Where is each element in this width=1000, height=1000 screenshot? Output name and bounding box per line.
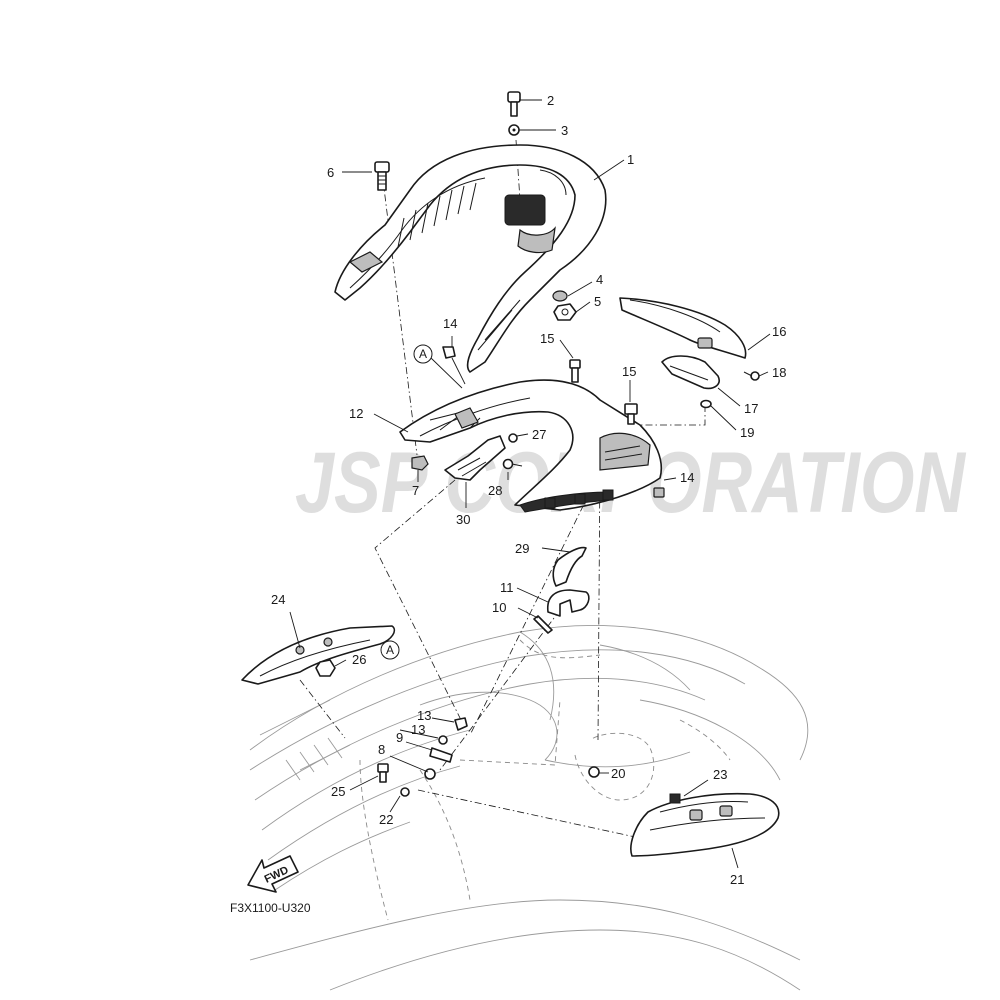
callout-17: 17: [744, 401, 758, 416]
callout-8: 8: [378, 742, 385, 757]
part-29-bracket: [552, 546, 587, 587]
part-11-strap: [546, 589, 590, 617]
leader-lines: [289, 99, 771, 869]
part-23-clip: [669, 793, 681, 804]
callout-10: 10: [492, 600, 506, 615]
part-13-screw-lower: [438, 735, 448, 745]
callout-15-right: 15: [622, 364, 636, 379]
part-22-washer: [400, 787, 410, 797]
part-21-cover: [630, 792, 780, 857]
callout-5: 5: [594, 294, 601, 309]
fwd-arrow-icon: FWD: [247, 855, 299, 893]
part-25-bolt: [377, 763, 389, 783]
part-17-cover: [661, 355, 720, 390]
part-27-screw: [508, 433, 518, 443]
diagram-code: F3X1100-U320: [230, 901, 311, 915]
callout-14-lower: 14: [680, 470, 694, 485]
callout-14-upper: 14: [443, 316, 457, 331]
callout-24: 24: [271, 592, 285, 607]
part-5-nut: [553, 303, 577, 321]
callout-1: 1: [627, 152, 634, 167]
part-20-grommet: [588, 766, 600, 778]
reference-mark-upper-label: A: [419, 347, 427, 361]
callout-23: 23: [713, 767, 727, 782]
reference-mark-upper: A: [413, 344, 463, 389]
part-6-bolt: [374, 161, 390, 191]
part-10-pin: [533, 615, 553, 634]
callout-13-lower: 13: [411, 722, 425, 737]
callout-7: 7: [412, 483, 419, 498]
part-2-bolt: [507, 91, 521, 117]
part-16-cover: [619, 297, 747, 359]
callout-13-upper: 13: [417, 708, 431, 723]
part-7-collar: [411, 455, 429, 471]
callout-27: 27: [532, 427, 546, 442]
callout-19: 19: [740, 425, 754, 440]
callout-21: 21: [730, 872, 744, 887]
callouts: 2 3 6 1 4 5 16 18 17 19 14 15 15 12 27 7…: [271, 93, 786, 887]
part-14-clip-lower: [653, 487, 665, 498]
callout-30: 30: [456, 512, 470, 527]
part-1-grab-handle: [334, 144, 607, 373]
callout-20: 20: [611, 766, 625, 781]
part-14-clip-upper: [442, 346, 456, 359]
callout-22: 22: [379, 812, 393, 827]
callout-11: 11: [500, 580, 514, 595]
hull-outline: [249, 625, 809, 991]
part-30-bracket: [444, 435, 506, 481]
callout-28: 28: [488, 483, 502, 498]
part-15-bolt-right: [624, 403, 638, 425]
callout-18: 18: [772, 365, 786, 380]
part-8-nut: [424, 768, 436, 780]
part-26-nut: [315, 659, 336, 677]
callout-2: 2: [547, 93, 554, 108]
part-9-bracket: [429, 747, 453, 763]
part-12-deck: [399, 379, 662, 513]
part-13-screw-upper: [454, 717, 468, 731]
part-18-screw: [743, 371, 760, 381]
callout-26: 26: [352, 652, 366, 667]
part-3-washer: [508, 124, 520, 136]
callout-9: 9: [396, 730, 403, 745]
part-15-bolt-left: [569, 359, 581, 383]
part-4-collar: [552, 290, 568, 302]
callout-6: 6: [327, 165, 334, 180]
callout-15-left: 15: [540, 331, 554, 346]
callout-12: 12: [349, 406, 363, 421]
callout-3: 3: [561, 123, 568, 138]
part-28-screw: [502, 458, 523, 470]
part-24-cover: [241, 625, 396, 685]
reference-mark-lower-label: A: [386, 643, 394, 657]
callout-4: 4: [596, 272, 603, 287]
reference-mark-lower: A: [380, 640, 400, 660]
callout-29: 29: [515, 541, 529, 556]
callout-16: 16: [772, 324, 786, 339]
part-19-washer: [700, 399, 712, 409]
callout-25: 25: [331, 784, 345, 799]
